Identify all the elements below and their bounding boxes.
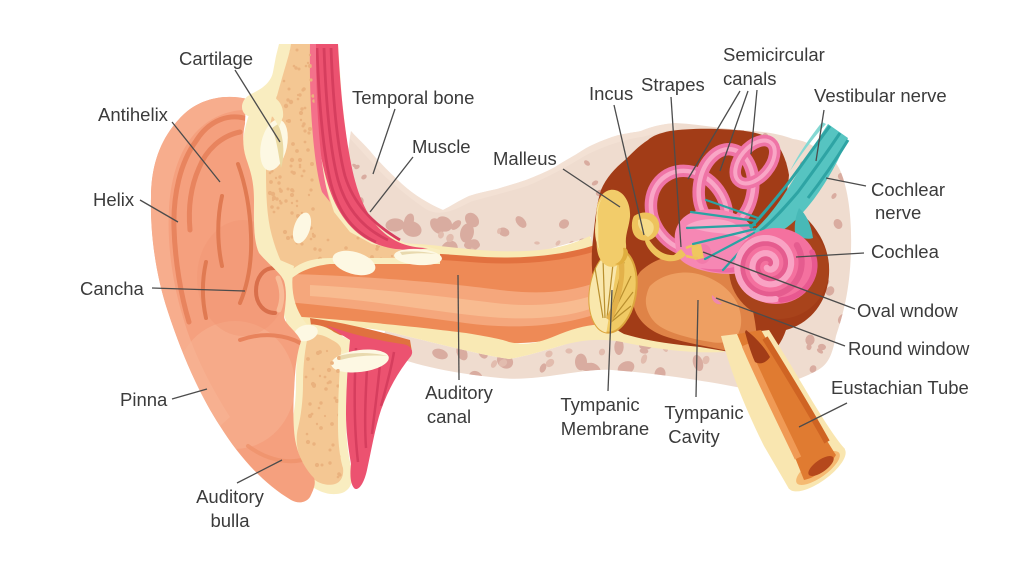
svg-text:nerve: nerve bbox=[875, 202, 921, 223]
svg-text:Auditory: Auditory bbox=[425, 382, 494, 403]
svg-text:Muscle: Muscle bbox=[412, 136, 471, 157]
svg-text:canals: canals bbox=[723, 68, 776, 89]
svg-text:canal: canal bbox=[427, 406, 471, 427]
svg-text:Pinna: Pinna bbox=[120, 389, 168, 410]
svg-text:Cancha: Cancha bbox=[80, 278, 144, 299]
svg-text:Eustachian Tube: Eustachian Tube bbox=[831, 377, 969, 398]
svg-text:Oval wndow: Oval wndow bbox=[857, 300, 958, 321]
svg-text:Malleus: Malleus bbox=[493, 148, 557, 169]
svg-text:Cavity: Cavity bbox=[668, 426, 720, 447]
svg-text:Membrane: Membrane bbox=[561, 418, 649, 439]
svg-text:Antihelix: Antihelix bbox=[98, 104, 169, 125]
svg-text:Semicircular: Semicircular bbox=[723, 44, 825, 65]
svg-text:Auditory: Auditory bbox=[196, 486, 265, 507]
svg-text:Tympanic: Tympanic bbox=[560, 394, 639, 415]
svg-text:Cochlea: Cochlea bbox=[871, 241, 940, 262]
svg-text:Cochlear: Cochlear bbox=[871, 179, 945, 200]
svg-text:Helix: Helix bbox=[93, 189, 135, 210]
svg-text:Round window: Round window bbox=[848, 338, 970, 359]
svg-text:Cartilage: Cartilage bbox=[179, 48, 253, 69]
svg-text:Tympanic: Tympanic bbox=[664, 402, 743, 423]
svg-text:Strapes: Strapes bbox=[641, 74, 705, 95]
svg-text:bulla: bulla bbox=[210, 510, 250, 531]
svg-text:Temporal bone: Temporal bone bbox=[352, 87, 474, 108]
svg-text:Incus: Incus bbox=[589, 83, 633, 104]
svg-text:Vestibular nerve: Vestibular nerve bbox=[814, 85, 947, 106]
